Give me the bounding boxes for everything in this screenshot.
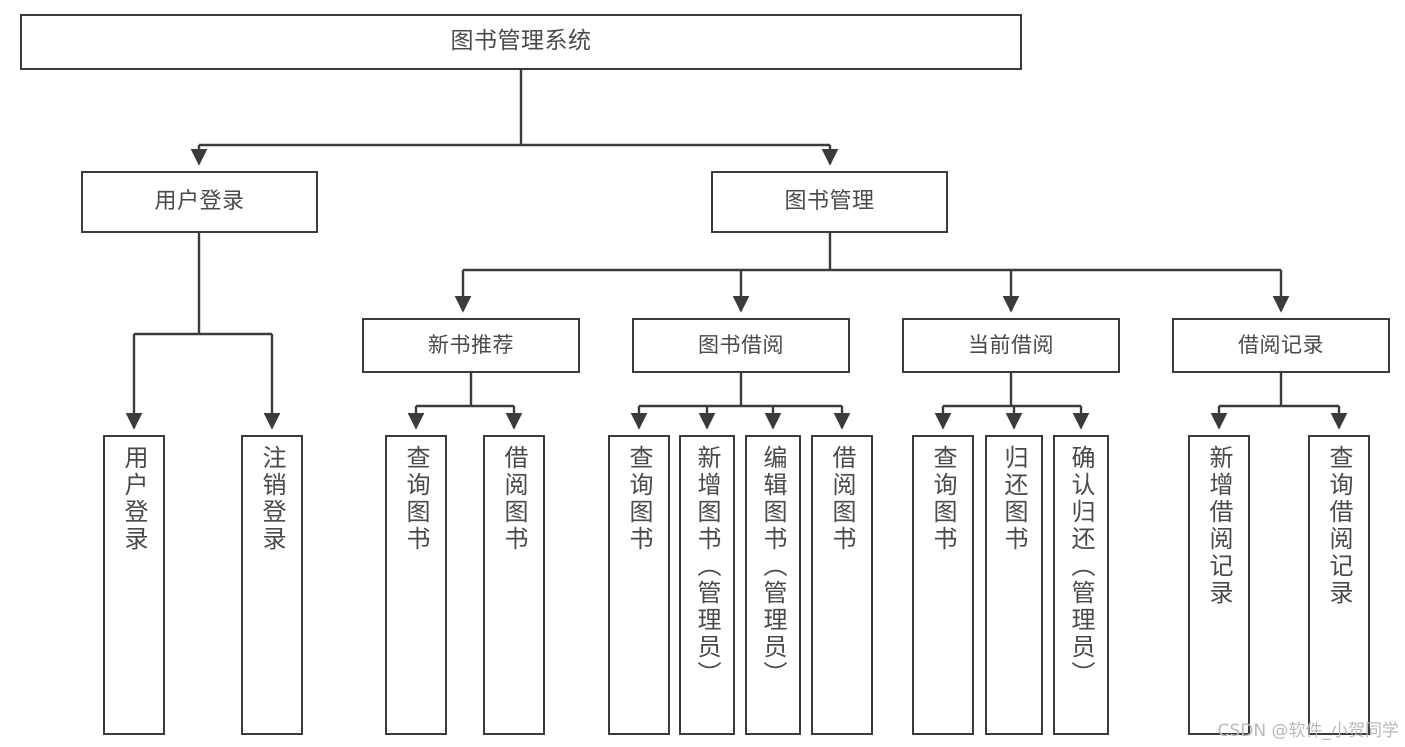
node-current-borrow-label: 当前借阅	[968, 333, 1054, 358]
node-leaf-borrow-add-label: 新增图书（管理员）	[693, 445, 721, 688]
node-leaf-borrow-edit-label: 编辑图书（管理员）	[759, 445, 787, 688]
node-current-borrow[interactable]: 当前借阅	[902, 318, 1120, 373]
node-leaf-cur-confirm[interactable]: 确认归还（管理员）	[1053, 435, 1109, 735]
csdn-watermark: CSDN @软件_小贺同学	[1217, 721, 1399, 741]
node-leaf-borrow-add[interactable]: 新增图书（管理员）	[679, 435, 735, 735]
node-root-label: 图书管理系统	[450, 28, 592, 55]
node-leaf-rec-query[interactable]: 查询图书	[385, 435, 447, 735]
node-leaf-borrow-edit[interactable]: 编辑图书（管理员）	[745, 435, 801, 735]
node-leaf-user-login[interactable]: 用户登录	[103, 435, 165, 735]
node-leaf-rec-borrow[interactable]: 借阅图书	[483, 435, 545, 735]
node-new-book-rec-label: 新书推荐	[428, 333, 514, 358]
node-user-login-label: 用户登录	[154, 189, 245, 215]
node-leaf-rec-borrow-label: 借阅图书	[500, 445, 528, 553]
node-leaf-rec-query-label: 查询图书	[402, 445, 430, 553]
node-leaf-user-logout[interactable]: 注销登录	[241, 435, 303, 735]
node-borrow-record[interactable]: 借阅记录	[1172, 318, 1390, 373]
node-leaf-record-add-label: 新增借阅记录	[1205, 445, 1233, 607]
node-leaf-cur-return-label: 归还图书	[1000, 445, 1028, 553]
node-book-manage[interactable]: 图书管理	[711, 171, 948, 233]
node-leaf-borrow-query[interactable]: 查询图书	[608, 435, 670, 735]
node-leaf-cur-query[interactable]: 查询图书	[912, 435, 974, 735]
node-new-book-rec[interactable]: 新书推荐	[362, 318, 580, 373]
node-leaf-user-login-label: 用户登录	[120, 445, 148, 553]
node-leaf-record-query[interactable]: 查询借阅记录	[1308, 435, 1370, 735]
node-book-manage-label: 图书管理	[784, 189, 875, 215]
node-borrow-record-label: 借阅记录	[1238, 333, 1324, 358]
node-leaf-borrow-lend[interactable]: 借阅图书	[811, 435, 873, 735]
node-book-borrow-label: 图书借阅	[698, 333, 784, 358]
node-book-borrow[interactable]: 图书借阅	[632, 318, 850, 373]
node-leaf-record-add[interactable]: 新增借阅记录	[1188, 435, 1250, 735]
node-user-login[interactable]: 用户登录	[81, 171, 318, 233]
node-leaf-user-logout-label: 注销登录	[258, 445, 286, 553]
node-root[interactable]: 图书管理系统	[20, 14, 1022, 70]
node-leaf-borrow-lend-label: 借阅图书	[828, 445, 856, 553]
node-leaf-record-query-label: 查询借阅记录	[1325, 445, 1353, 607]
node-leaf-cur-query-label: 查询图书	[929, 445, 957, 553]
node-leaf-borrow-query-label: 查询图书	[625, 445, 653, 553]
node-leaf-cur-return[interactable]: 归还图书	[985, 435, 1043, 735]
node-leaf-cur-confirm-label: 确认归还（管理员）	[1067, 445, 1095, 688]
